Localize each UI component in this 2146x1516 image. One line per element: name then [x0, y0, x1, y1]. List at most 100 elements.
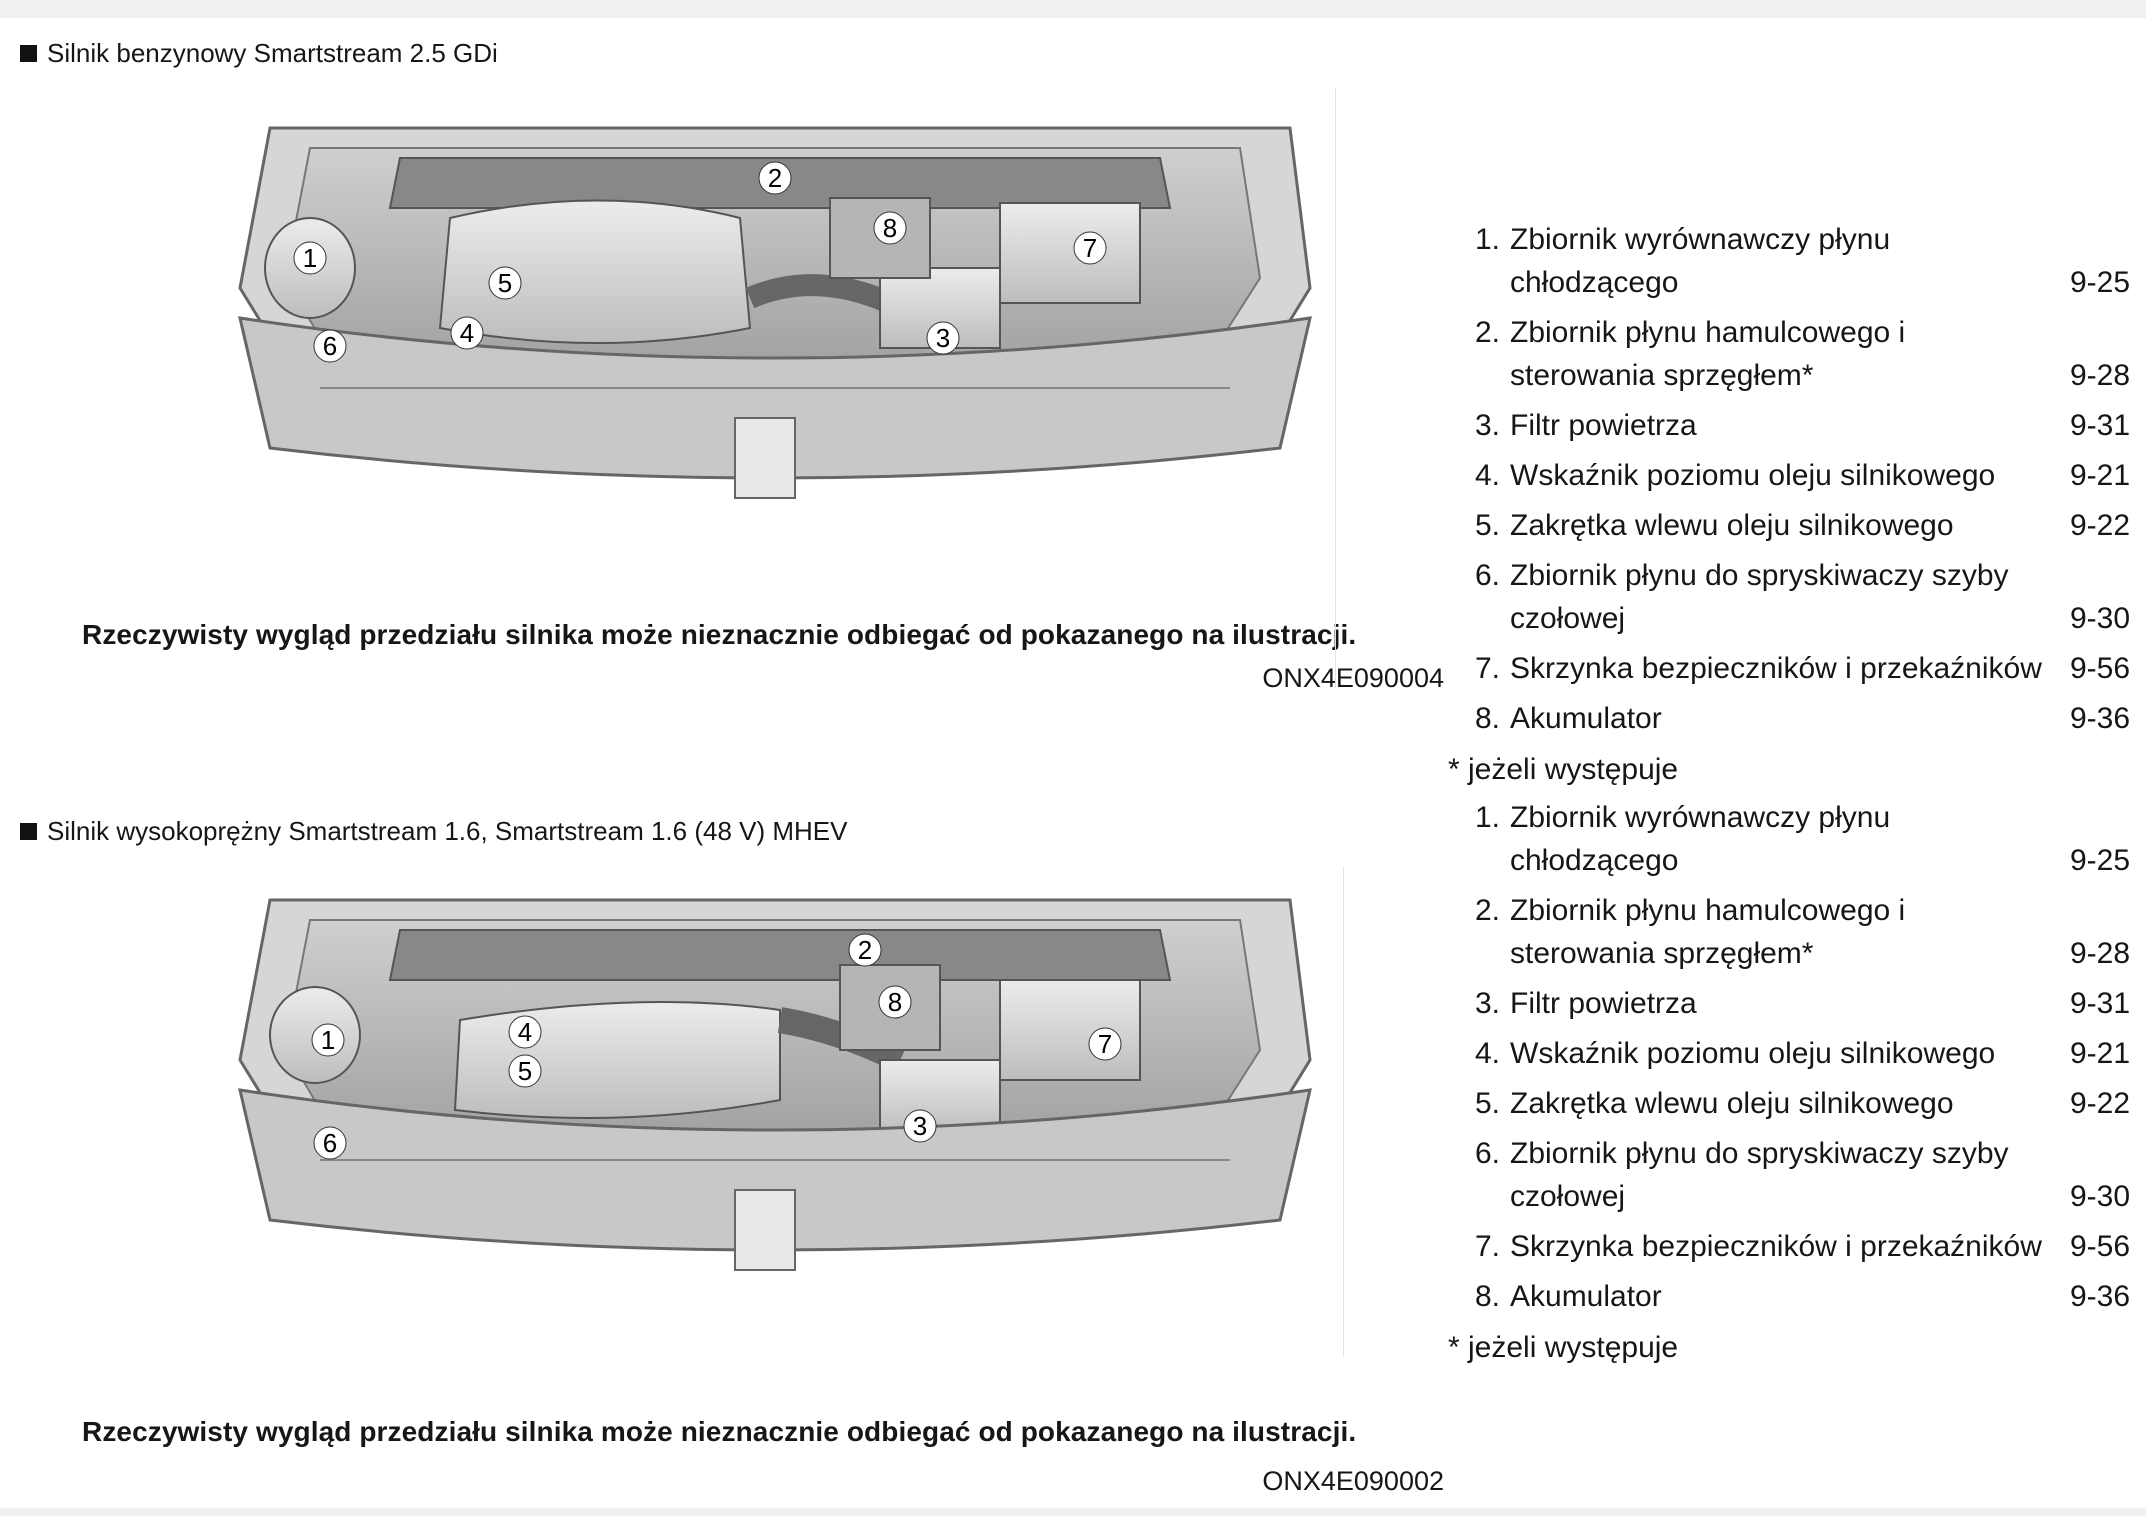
fuse-box-shape: [999, 202, 1141, 304]
square-bullet-icon: [20, 823, 37, 840]
callout-6: 6: [323, 331, 337, 361]
legend-item: 6. Zbiornik płynu do spryskiwaczy szyby c…: [1470, 1132, 2130, 1218]
callout-8: 8: [888, 987, 902, 1017]
item-number: 5.: [1474, 1087, 1500, 1120]
item-label: Zbiornik płynu do spryskiwaczy szyby czo…: [1510, 559, 2009, 635]
item-page-ref: 9-30: [2069, 1180, 2130, 1213]
section-diesel-engine: Silnik wysokoprężny Smartstream 1.6, Sma…: [0, 796, 2146, 1516]
illustration-code: ONX4E090002: [1262, 1466, 1444, 1496]
illustration-code: ONX4E090004: [1262, 663, 1444, 693]
legend-item: 8. Akumulator 9-36: [1470, 697, 2130, 740]
item-page-ref: 9-25: [2069, 844, 2130, 877]
item-page-ref: 9-28: [2069, 359, 2130, 392]
item-page-ref: 9-56: [2069, 652, 2130, 685]
legend-item: 5. Zakrętka wlewu oleju silnikowego 9-22: [1470, 1082, 2130, 1125]
legend-item: 4. Wskaźnik poziomu oleju silnikowego 9-21: [1470, 454, 2130, 497]
item-page-ref: 9-30: [2069, 602, 2130, 635]
item-label: Zakrętka wlewu oleju silnikowego: [1510, 1087, 1954, 1120]
item-number: 4.: [1474, 459, 1500, 492]
legend-item: 4. Wskaźnik poziomu oleju silnikowego 9-21: [1470, 1032, 2130, 1075]
item-number: 5.: [1474, 509, 1500, 542]
legend-item: 1. Zbiornik wyrównawczy płynu chłodzącego…: [1470, 218, 2130, 304]
fuse-box-shape: [999, 979, 1141, 1081]
item-number: 1.: [1474, 801, 1500, 834]
callout-4: 4: [460, 318, 474, 348]
item-label: Akumulator: [1510, 702, 1662, 735]
callout-1: 1: [303, 243, 317, 273]
section-heading: Silnik wysokoprężny Smartstream 1.6, Sma…: [20, 816, 847, 847]
item-page-ref: 9-36: [2069, 702, 2130, 735]
callout-2: 2: [768, 163, 782, 193]
item-number: 1.: [1474, 223, 1500, 256]
item-label: Skrzynka bezpieczników i przekaźników: [1510, 652, 2042, 685]
callout-7: 7: [1083, 233, 1097, 263]
item-number: 2.: [1474, 316, 1500, 349]
item-label: Filtr powietrza: [1510, 987, 1697, 1020]
callout-2: 2: [858, 935, 872, 965]
heading-text: Silnik wysokoprężny Smartstream 1.6, Sma…: [47, 816, 848, 846]
item-label: Zbiornik płynu hamulcowego i sterowania …: [1510, 316, 1906, 392]
divider: [1343, 866, 1344, 1356]
item-label: Zbiornik płynu hamulcowego i sterowania …: [1510, 894, 1906, 970]
item-page-ref: 9-36: [2069, 1280, 2130, 1313]
engine-cover-shape: [453, 1001, 781, 1119]
legend-item: 3. Filtr powietrza 9-31: [1470, 982, 2130, 1025]
legend-item: 2. Zbiornik płynu hamulcowego i sterowani…: [1470, 889, 2130, 975]
item-number: 4.: [1474, 1037, 1500, 1070]
item-number: 3.: [1474, 409, 1500, 442]
callout-5: 5: [498, 268, 512, 298]
item-page-ref: 9-31: [2069, 409, 2130, 442]
engine-bay-illustration: 1 2 3 4 5 6 7 8: [180, 88, 1360, 558]
component-legend: 1. Zbiornik wyrównawczy płynu chłodzącego…: [1448, 796, 2130, 1364]
item-label: Zbiornik wyrównawczy płynu chłodzącego: [1510, 223, 1891, 299]
item-label: Wskaźnik poziomu oleju silnikowego: [1510, 459, 1996, 492]
callout-1: 1: [321, 1025, 335, 1055]
legend-item: 6.Zbiornik płynu do spryskiwaczy szyby c…: [1470, 554, 2130, 640]
item-label: Zbiornik płynu do spryskiwaczy szyby czo…: [1510, 1137, 2009, 1213]
square-bullet-icon: [20, 45, 37, 62]
heading-text: Silnik benzynowy Smartstream 2.5 GDi: [47, 38, 498, 68]
item-page-ref: 9-22: [2069, 509, 2130, 542]
legend-item: 2. Zbiornik płynu hamulcowego i sterowani…: [1470, 311, 2130, 397]
item-label: Akumulator: [1510, 1280, 1662, 1313]
legend-item: 3. Filtr powietrza 9-31: [1470, 404, 2130, 447]
callout-3: 3: [913, 1111, 927, 1141]
item-number: 8.: [1474, 702, 1500, 735]
callout-3: 3: [936, 323, 950, 353]
item-page-ref: 9-21: [2069, 1037, 2130, 1070]
illustration-disclaimer: Rzeczywisty wygląd przedziału silnika mo…: [82, 1416, 1357, 1447]
item-label: Wskaźnik poziomu oleju silnikowego: [1510, 1037, 1996, 1070]
item-number: 8.: [1474, 1280, 1500, 1313]
item-number: 6.: [1474, 1137, 1500, 1170]
section-heading: Silnik benzynowy Smartstream 2.5 GDi: [20, 38, 498, 69]
item-page-ref: 9-21: [2069, 459, 2130, 492]
section-petrol-engine: Silnik benzynowy Smartstream 2.5 GDi: [0, 18, 2146, 786]
item-label: Zakrętka wlewu oleju silnikowego: [1510, 509, 1954, 542]
item-label: Filtr powietrza: [1510, 409, 1697, 442]
legend-item: 1. Zbiornik wyrównawczy płynu chłodzącego…: [1470, 796, 2130, 882]
callout-7: 7: [1098, 1029, 1112, 1059]
item-number: 3.: [1474, 987, 1500, 1020]
footnote: * jeżeli występuje: [1448, 753, 1679, 786]
legend-item: 7. Skrzynka bezpieczników i przekaźników 9…: [1470, 647, 2130, 690]
item-number: 7.: [1474, 652, 1500, 685]
item-label: Skrzynka bezpieczników i przekaźników: [1510, 1230, 2042, 1263]
item-label: Zbiornik wyrównawczy płynu chłodzącego: [1510, 801, 1891, 877]
item-page-ref: 9-31: [2069, 987, 2130, 1020]
item-page-ref: 9-22: [2069, 1087, 2130, 1120]
engine-bay-drawing: 1 2 3 4 5 6 7 8: [238, 898, 1312, 1271]
engine-cover-shape: [438, 199, 752, 344]
callout-6: 6: [323, 1128, 337, 1158]
legend-item: 7. Skrzynka bezpieczników i przekaźników 9…: [1470, 1225, 2130, 1268]
footnote: * jeżeli występuje: [1448, 1331, 1679, 1364]
legend-item: 8. Akumulator 9-36: [1470, 1275, 2130, 1318]
item-number: 7.: [1474, 1230, 1500, 1263]
engine-bay-illustration: 1 2 3 4 5 6 7 8: [180, 860, 1360, 1330]
callout-5: 5: [518, 1056, 532, 1086]
divider: [1335, 88, 1336, 688]
item-page-ref: 9-56: [2069, 1230, 2130, 1263]
item-number: 2.: [1474, 894, 1500, 927]
engine-bay-drawing: 1 2 3 4 5 6 7 8: [238, 126, 1312, 499]
component-legend: 1. Zbiornik wyrównawczy płynu chłodzącego…: [1448, 218, 2130, 786]
item-page-ref: 9-25: [2069, 266, 2130, 299]
